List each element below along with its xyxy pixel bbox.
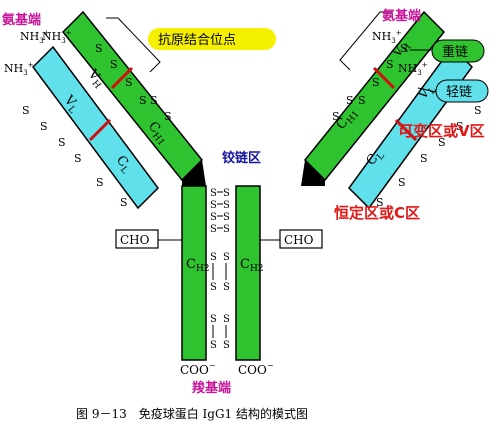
right-heavy-chain-fc bbox=[235, 185, 261, 361]
s-atom: S bbox=[110, 58, 118, 71]
s-atom: S bbox=[376, 196, 384, 209]
s-atom: S bbox=[210, 282, 217, 293]
s-atom: S bbox=[438, 136, 446, 149]
s-atom: S bbox=[95, 42, 103, 55]
inter-chain-bond-lines bbox=[217, 191, 223, 229]
left-fab-disulfides: S S S S S S S S S S S S bbox=[22, 42, 172, 209]
nh3-right-light: NH3+ bbox=[398, 61, 428, 77]
s-atom: S bbox=[210, 188, 217, 199]
fc-intra-disulfides: S S S S S S S S bbox=[210, 252, 230, 351]
amino-end-label-right: 氨基端 bbox=[381, 8, 421, 24]
light-chain-leader bbox=[417, 87, 437, 93]
s-atom: S bbox=[96, 176, 104, 189]
left-light-chain bbox=[32, 45, 159, 210]
coo-left: COO− bbox=[180, 361, 216, 377]
s-atom: S bbox=[223, 340, 230, 351]
figure-caption: 图 9－13 免疫球蛋白 IgG1 结构的模式图 bbox=[76, 406, 308, 421]
s-atom: S bbox=[40, 120, 48, 133]
right-cho-label: CHO bbox=[284, 233, 314, 247]
left-fab-arm: VH CH1 VL CL S S S S S S S S S S S S bbox=[22, 10, 204, 210]
s-atom: S bbox=[332, 110, 340, 123]
s-atom: S bbox=[223, 212, 230, 223]
light-chain-label: 轻链 bbox=[446, 85, 472, 100]
s-atom: S bbox=[58, 136, 66, 149]
fc-intra-bond-lines bbox=[212, 263, 227, 338]
s-atom: S bbox=[223, 188, 230, 199]
constant-region-label: 恒定区或C区 bbox=[334, 204, 420, 222]
amino-end-label-left: 氨基端 bbox=[1, 12, 41, 28]
nh3-left-heavy: NH3+ bbox=[42, 29, 72, 45]
s-atom: S bbox=[210, 200, 217, 211]
s-atom: S bbox=[164, 110, 172, 123]
inter-chain-disulfides: S S S S S S S S bbox=[210, 188, 230, 235]
nh3-left-heavy-2: NH3+ bbox=[20, 29, 50, 45]
s-atom: S bbox=[120, 196, 128, 209]
s-atom: S bbox=[210, 314, 217, 325]
s-atom: S bbox=[210, 224, 217, 235]
right-heavy-vc-divider bbox=[372, 66, 396, 90]
s-atom: S bbox=[398, 176, 406, 189]
heavy-chain-pill bbox=[431, 39, 485, 63]
s-atom: S bbox=[139, 94, 147, 107]
antigen-site-label: 抗原结合位点 bbox=[158, 33, 236, 48]
nh3-right-heavy: NH3+ bbox=[372, 29, 402, 45]
heavy-chain-label: 重链 bbox=[442, 44, 468, 60]
nh3-left-light: NH3+ bbox=[4, 61, 34, 77]
s-atom: S bbox=[223, 224, 230, 235]
left-ch2-label: CH2 bbox=[186, 257, 210, 274]
left-hinge-block bbox=[182, 160, 206, 186]
left-cho-box bbox=[115, 229, 159, 249]
right-hinge-block bbox=[301, 160, 325, 186]
left-heavy-chain-fc bbox=[181, 185, 207, 361]
s-atom: S bbox=[223, 282, 230, 293]
s-atom: S bbox=[210, 252, 217, 263]
left-antigen-bracket bbox=[106, 17, 161, 73]
left-cho-label: CHO bbox=[120, 233, 150, 247]
s-atom: S bbox=[346, 94, 354, 107]
right-cho-box bbox=[279, 229, 323, 249]
s-atom: S bbox=[386, 58, 394, 71]
s-atom: S bbox=[22, 104, 30, 117]
s-atom: S bbox=[372, 76, 380, 89]
coo-right: COO− bbox=[238, 361, 274, 377]
right-antigen-bracket bbox=[339, 11, 392, 71]
hinge-region bbox=[182, 160, 325, 186]
hinge-region-label: 铰链区 bbox=[222, 150, 261, 166]
right-ch2-label: CH2 bbox=[240, 257, 264, 274]
s-atom: S bbox=[223, 252, 230, 263]
antigen-site-pill bbox=[148, 28, 276, 50]
right-fab-disulfides: S S S S S S S S S S S S bbox=[332, 42, 482, 209]
left-light-vc-divider bbox=[88, 118, 112, 142]
s-atom: S bbox=[456, 120, 464, 133]
s-atom: S bbox=[358, 94, 366, 107]
s-atom: S bbox=[150, 94, 158, 107]
right-light-vc-divider bbox=[394, 118, 418, 142]
s-atom: S bbox=[223, 200, 230, 211]
s-atom: S bbox=[420, 152, 428, 165]
s-atom: S bbox=[125, 76, 133, 89]
left-heavy-vc-divider bbox=[110, 66, 134, 90]
variable-region-label: 可变区或V区 bbox=[398, 122, 485, 140]
s-atom: S bbox=[210, 340, 217, 351]
s-atom: S bbox=[210, 212, 217, 223]
s-atom: S bbox=[74, 152, 82, 165]
fc-stem: CH2 CH2 S S S S S S S S S S S S S S S bbox=[115, 185, 323, 361]
s-atom: S bbox=[400, 42, 408, 55]
s-atom: S bbox=[474, 104, 482, 117]
light-chain-pill bbox=[435, 79, 489, 103]
s-atom: S bbox=[223, 314, 230, 325]
carboxyl-end-label: 羧基端 bbox=[192, 380, 231, 396]
